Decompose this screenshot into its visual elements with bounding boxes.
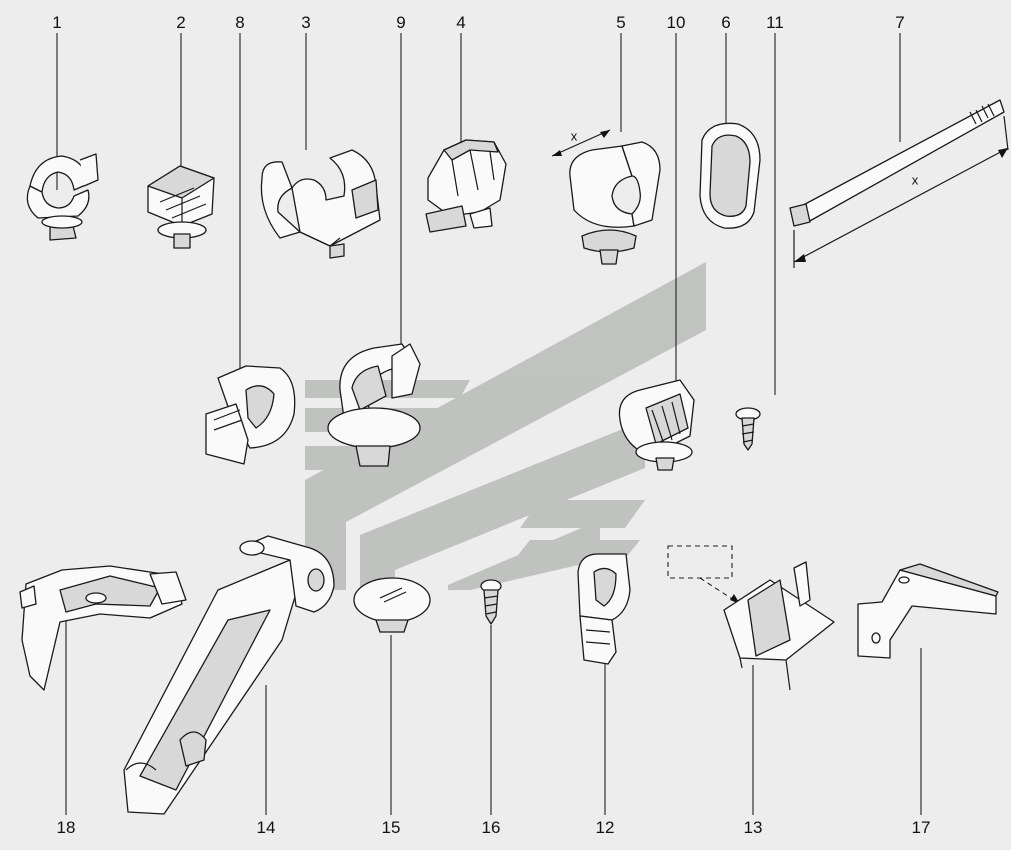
callout-8: 8: [235, 13, 245, 32]
part-7-cable-tie: [789, 99, 1009, 268]
callout-4: 4: [456, 13, 466, 32]
part-6-grommet: [699, 122, 761, 229]
callout-11: 11: [766, 13, 784, 32]
part-2-clip: [147, 165, 215, 249]
callout-18: 18: [56, 818, 76, 837]
part-16-screw: [480, 579, 502, 625]
dimension-label-part-5: x: [570, 128, 578, 144]
part-11-screw: [735, 407, 761, 451]
callout-7: 7: [895, 13, 905, 32]
callout-15: 15: [381, 818, 401, 837]
part-8-clip: [205, 365, 296, 465]
callout-17: 17: [911, 818, 931, 837]
callout-2: 2: [176, 13, 186, 32]
callout-5: 5: [616, 13, 626, 32]
part-17-bracket: [857, 563, 999, 659]
dimension-label-part-7: x: [911, 172, 919, 188]
callout-6: 6: [721, 13, 731, 32]
part-3-clip: [260, 149, 381, 259]
part-4-clip: [425, 139, 507, 233]
callout-12: 12: [595, 818, 615, 837]
callout-13: 13: [743, 818, 763, 837]
callout-9: 9: [396, 13, 406, 32]
part-18-holder: [19, 565, 187, 691]
callout-1: 1: [52, 13, 62, 32]
callout-14: 14: [256, 818, 276, 837]
callout-10: 10: [666, 13, 686, 32]
part-9-clip: [327, 343, 421, 467]
part-5-clip: [551, 129, 661, 265]
part-10-clip: [618, 379, 695, 471]
part-13-bracket: [667, 545, 835, 691]
part-12-clip: [577, 553, 631, 665]
part-15-plug: [353, 577, 431, 633]
part-1-clip: [26, 153, 99, 241]
part-14-holder: [123, 535, 335, 815]
callout-3: 3: [301, 13, 311, 32]
leader-lines: [56, 33, 922, 815]
callout-16: 16: [481, 818, 501, 837]
